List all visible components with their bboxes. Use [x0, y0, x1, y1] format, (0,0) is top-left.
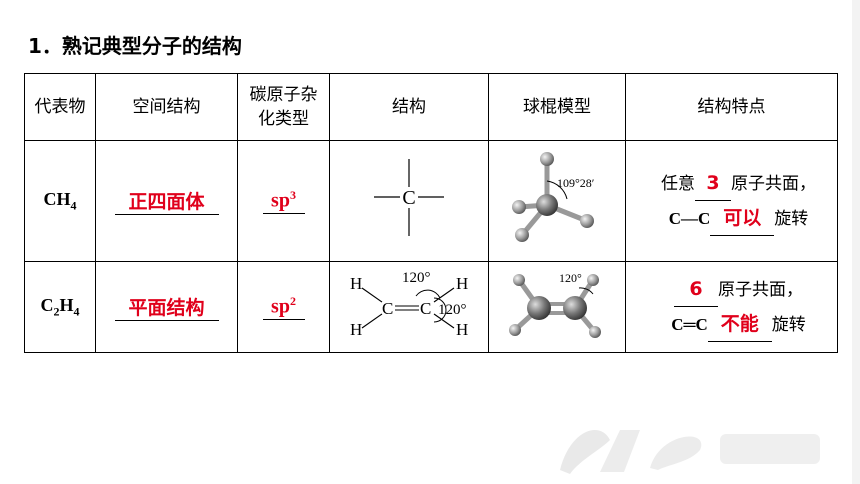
angle-label-top: 120°	[402, 270, 431, 286]
methane-ball-stick-model: 109°28′	[512, 152, 595, 242]
hybrid-cell: sp3	[237, 140, 330, 262]
bond-symbol: C═C	[671, 315, 708, 334]
hydrogen-label: H	[456, 320, 468, 339]
model-cell: 120°	[488, 261, 626, 353]
hydrogen-atom	[509, 324, 521, 336]
header-features: 结构特点	[625, 73, 838, 141]
feature-text: 旋转	[771, 315, 806, 335]
hydrogen-atom	[540, 152, 554, 166]
molecule-structure-table: 代表物 空间结构 碳原子杂 化类型 结构 球棍模型 结构特点 CH4 正四面体 …	[24, 73, 838, 353]
carbon-atom-label: C	[402, 187, 415, 209]
structure-cell: H H H H C C 120° 120°	[329, 261, 489, 353]
hydrogen-label: H	[350, 320, 362, 339]
hydrogen-atom	[512, 200, 526, 214]
feature-text: 旋转	[774, 209, 809, 229]
header-spatial-structure: 空间结构	[95, 73, 238, 141]
feature-text: 原子共面，	[731, 174, 816, 194]
right-edge-panel	[852, 0, 860, 484]
feature-text: 任意	[661, 174, 695, 194]
shape-cell: 正四面体	[95, 140, 238, 262]
model-cell: 109°28′	[488, 140, 626, 262]
shape-answer: 正四面体	[114, 187, 219, 215]
watermark-logo	[560, 430, 820, 474]
hybrid-answer: sp3	[262, 188, 305, 214]
hydrogen-atom	[515, 228, 529, 242]
shape-answer: 平面结构	[114, 293, 219, 321]
header-hybridization-line2: 化类型	[258, 109, 309, 129]
formula-c2h4: C2H4	[24, 261, 96, 353]
hydrogen-label: H	[456, 274, 468, 293]
hydrogen-atom	[587, 274, 599, 286]
carbon-atom	[563, 296, 587, 320]
rotation-answer: 可以	[710, 201, 775, 236]
shape-cell: 平面结构	[95, 261, 238, 353]
table-row: CH4 正四面体 sp3 C	[24, 140, 838, 262]
structure-cell: C	[329, 140, 489, 262]
hydrogen-label: H	[350, 274, 362, 293]
header-representative: 代表物	[24, 73, 96, 141]
methane-structure-diagram: C	[374, 159, 444, 236]
feature-text: 原子共面，	[718, 280, 803, 300]
table-header-row: 代表物 空间结构 碳原子杂 化类型 结构 球棍模型 结构特点	[24, 73, 838, 141]
hydrogen-atom	[580, 214, 594, 228]
bond-angle-label: 109°28′	[557, 176, 595, 190]
coplanar-count-answer: 3	[695, 166, 731, 201]
coplanar-count-answer: 6	[674, 272, 718, 307]
page-title: 1．熟记典型分子的结构	[28, 34, 242, 58]
rotation-answer: 不能	[707, 307, 772, 342]
header-hybridization: 碳原子杂 化类型	[237, 73, 330, 141]
bond-symbol: C—C	[668, 209, 711, 228]
hybrid-answer: sp2	[262, 294, 305, 320]
formula-ch4: CH4	[24, 140, 96, 262]
header-hybridization-line1: 碳原子杂	[249, 85, 318, 105]
hybrid-cell: sp2	[237, 261, 330, 353]
hydrogen-atom	[513, 274, 525, 286]
hydrogen-atom	[589, 326, 601, 338]
header-ball-stick-model: 球棍模型	[488, 73, 626, 141]
header-structure: 结构	[329, 73, 489, 141]
ethylene-ball-stick-model: 120°	[509, 271, 601, 338]
carbon-label: C	[382, 299, 393, 318]
carbon-label: C	[420, 299, 431, 318]
angle-label-right: 120°	[438, 302, 467, 318]
table-row: C2H4 平面结构 sp2 H H H H C C 120° 120°	[24, 261, 838, 353]
ethylene-structure-diagram: H H H H C C 120° 120°	[350, 270, 468, 339]
carbon-atom	[536, 194, 558, 216]
carbon-atom	[527, 296, 551, 320]
bond-angle-label: 120°	[559, 271, 582, 285]
